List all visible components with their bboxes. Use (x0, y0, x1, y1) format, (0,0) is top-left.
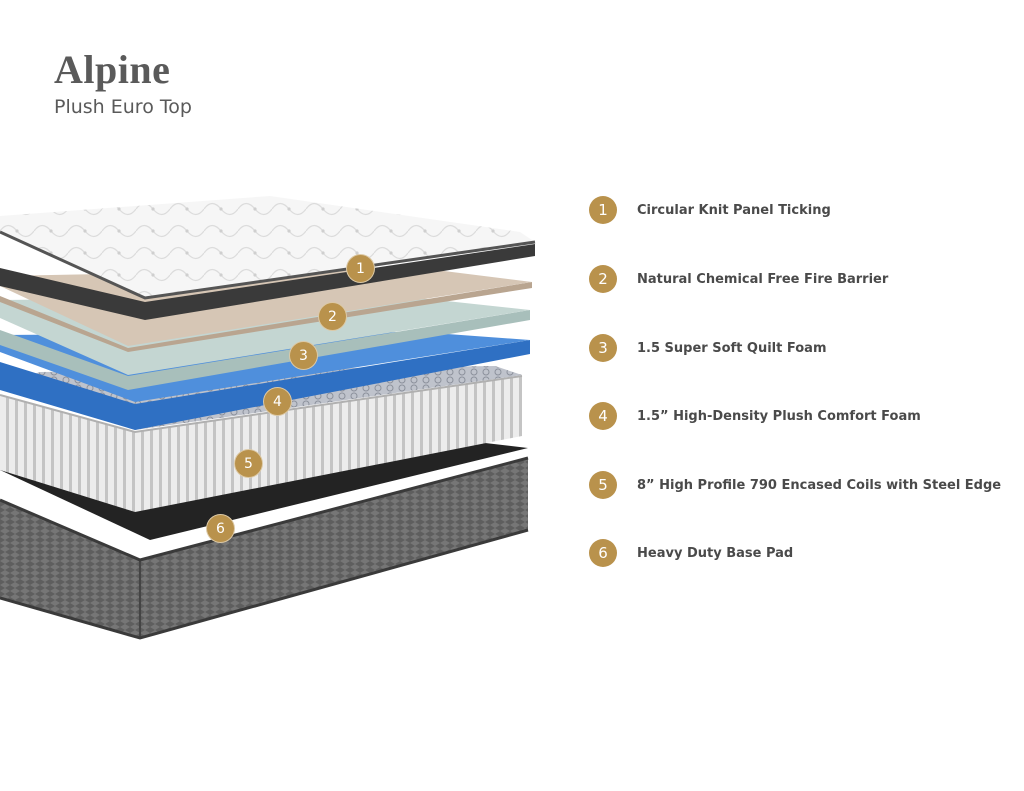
callout-1: 1 (346, 254, 375, 283)
legend-badge: 3 (589, 334, 617, 362)
callout-6: 6 (206, 514, 235, 543)
legend-badge: 6 (589, 539, 617, 567)
legend-item-6: 6 Heavy Duty Base Pad (589, 539, 793, 567)
legend-item-2: 2 Natural Chemical Free Fire Barrier (589, 265, 888, 293)
callout-4: 4 (263, 387, 292, 416)
legend-item-4: 4 1.5” High-Density Plush Comfort Foam (589, 402, 921, 430)
legend-label: 1.5” High-Density Plush Comfort Foam (637, 408, 921, 424)
page-subtitle: Plush Euro Top (54, 96, 192, 118)
legend-label: Heavy Duty Base Pad (637, 545, 794, 561)
callout-5: 5 (234, 449, 263, 478)
callout-2: 2 (318, 302, 347, 331)
callout-3: 3 (289, 341, 318, 370)
page-title: Alpine (54, 47, 171, 92)
legend-label: 8” High Profile 790 Encased Coils with S… (637, 477, 1002, 493)
ticking-layer (0, 196, 536, 320)
mattress-illustration (0, 196, 536, 640)
legend-label: 1.5 Super Soft Quilt Foam (637, 340, 827, 356)
legend-badge: 4 (589, 402, 617, 430)
legend-badge: 2 (589, 265, 617, 293)
legend-item-3: 3 1.5 Super Soft Quilt Foam (589, 334, 826, 362)
legend-item-5: 5 8” High Profile 790 Encased Coils with… (589, 471, 1001, 499)
legend-label: Circular Knit Panel Ticking (637, 202, 831, 218)
legend-item-1: 1 Circular Knit Panel Ticking (589, 196, 831, 224)
legend-badge: 5 (589, 471, 617, 499)
legend-label: Natural Chemical Free Fire Barrier (637, 271, 889, 287)
legend-badge: 1 (589, 196, 617, 224)
